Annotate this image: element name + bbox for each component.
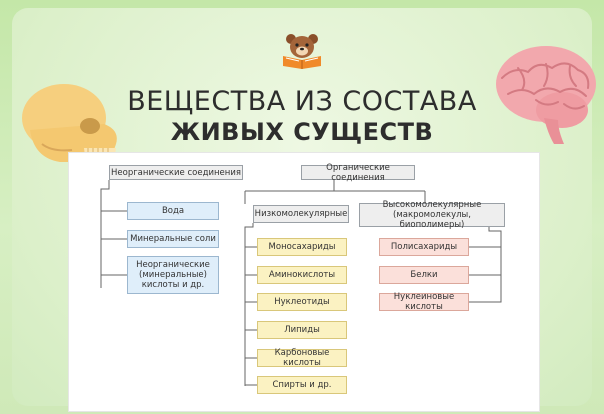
organic-compounds-header: Органические соединения bbox=[301, 163, 415, 183]
brain-icon bbox=[496, 46, 596, 144]
low-molecular-header: Низкомолекулярные bbox=[253, 205, 349, 223]
page-title-line-1: ВЕЩЕСТВА ИЗ СОСТАВА bbox=[127, 86, 477, 117]
high-molecular-item: Нуклеиновые кислоты bbox=[379, 292, 469, 312]
inorganic-item-mineral-salts: Минеральные соли bbox=[127, 230, 219, 248]
inorganic-item-water: Вода bbox=[127, 202, 219, 220]
low-molecular-item: Аминокислоты bbox=[257, 266, 347, 284]
connector-lines bbox=[100, 180, 502, 386]
inorganic-item-acids: Неорганические (минеральные) кислоты и д… bbox=[127, 256, 219, 294]
low-molecular-item: Нуклеотиды bbox=[257, 293, 347, 311]
inorganic-compounds-header: Неорганические соединения bbox=[109, 165, 243, 180]
low-molecular-item: Моносахариды bbox=[257, 238, 347, 256]
low-molecular-item: Липиды bbox=[257, 321, 347, 339]
page-title-line-2: ЖИВЫХ СУЩЕСТВ bbox=[170, 118, 434, 146]
high-molecular-item: Полисахариды bbox=[379, 238, 469, 256]
low-molecular-item: Карбоновые кислоты bbox=[257, 348, 347, 368]
high-molecular-item: Белки bbox=[379, 266, 469, 284]
high-molecular-header: Высокомолекулярные (макромолекулы, биопо… bbox=[359, 200, 505, 230]
diagram-panel: Неорганические соединения Вода Минеральн… bbox=[68, 152, 540, 412]
low-molecular-item: Спирты и др. bbox=[257, 376, 347, 394]
bear-book-logo-icon bbox=[283, 34, 321, 69]
